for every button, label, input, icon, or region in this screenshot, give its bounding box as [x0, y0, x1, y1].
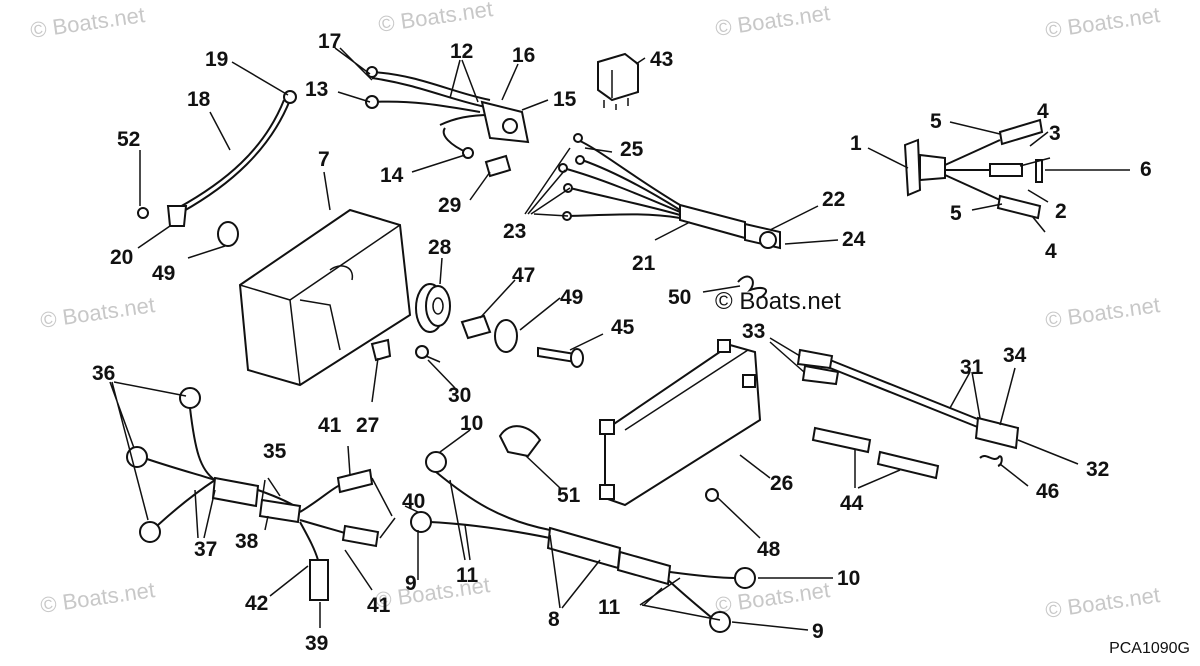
callout-22: 22: [822, 188, 845, 211]
callout-4: 4: [1037, 100, 1049, 123]
callout-33: 33: [742, 320, 765, 343]
callout-44: 44: [840, 492, 864, 515]
callout-13: 13: [305, 78, 328, 101]
leader-lines: [109, 47, 1130, 631]
drawing-code: PCA1090G: [1109, 640, 1190, 657]
callout-46: 46: [1036, 480, 1059, 503]
callout-40: 40: [402, 490, 425, 513]
ground-harness: [410, 425, 756, 633]
callout-9: 9: [405, 572, 417, 595]
callout-49: 49: [560, 286, 583, 309]
bolt: [537, 346, 584, 368]
wire-harness-top: [365, 66, 530, 159]
callout-6: 6: [1140, 158, 1152, 181]
hook: [979, 455, 1003, 467]
spacer: [460, 314, 492, 340]
callout-5: 5: [950, 202, 962, 225]
callout-50: 50: [668, 286, 691, 309]
callout-30: 30: [448, 384, 471, 407]
callout-24: 24: [842, 228, 866, 251]
module-housing: [217, 208, 412, 387]
callout-28: 28: [428, 236, 452, 259]
callout-19: 19: [205, 48, 228, 71]
callout-16: 16: [512, 44, 535, 67]
callout-27: 27: [356, 414, 379, 437]
sleeves: [811, 426, 940, 480]
callout-12: 12: [450, 40, 473, 63]
callout-52: 52: [117, 128, 140, 151]
callout-39: 39: [305, 632, 328, 655]
trim-harness: [126, 387, 380, 601]
callout-15: 15: [553, 88, 577, 111]
callout-20: 20: [110, 246, 133, 269]
callout-5: 5: [930, 110, 942, 133]
callout-23: 23: [503, 220, 526, 243]
callout-41: 41: [318, 414, 342, 437]
relay: [597, 52, 639, 110]
callout-29: 29: [438, 194, 461, 217]
sensor-harness: [558, 133, 781, 250]
callout-25: 25: [620, 138, 644, 161]
callout-10: 10: [837, 567, 860, 590]
callout-36: 36: [92, 362, 115, 385]
callout-10: 10: [460, 412, 483, 435]
callout-47: 47: [512, 264, 535, 287]
clip: [370, 338, 392, 362]
callout-31: 31: [960, 356, 984, 379]
grommet: [415, 283, 451, 333]
callout-43: 43: [650, 48, 673, 71]
wire-clip: [737, 275, 768, 299]
callout-17: 17: [318, 30, 341, 53]
callout-11: 11: [598, 596, 621, 619]
mounting-screw: [705, 488, 719, 502]
callout-45: 45: [611, 316, 635, 339]
callout-11: 11: [456, 564, 479, 587]
center-credit: © Boats.net: [715, 288, 841, 315]
callout-18: 18: [187, 88, 211, 111]
callout-labels: 17 12 16 13 15 14 29 43 19 18 52 20 7 49…: [92, 30, 1152, 655]
washer: [494, 319, 518, 353]
callout-37: 37: [194, 538, 217, 561]
callout-35: 35: [263, 440, 287, 463]
callout-3: 3: [1049, 122, 1061, 145]
callout-26: 26: [770, 472, 793, 495]
callout-41: 41: [367, 594, 391, 617]
callout-51: 51: [557, 484, 581, 507]
callout-1: 1: [850, 132, 862, 155]
callout-9: 9: [812, 620, 824, 643]
callout-38: 38: [235, 530, 259, 553]
callout-4: 4: [1045, 240, 1057, 263]
callout-14: 14: [380, 164, 404, 187]
callout-42: 42: [245, 592, 268, 615]
power-pack: [599, 339, 762, 507]
callout-48: 48: [757, 538, 781, 561]
callout-7: 7: [318, 148, 330, 171]
ground-strap: [137, 90, 297, 227]
callout-32: 32: [1086, 458, 1109, 481]
grommet-sleeve: [484, 154, 512, 178]
callout-21: 21: [632, 252, 656, 275]
switch-assembly: [903, 118, 1044, 220]
callout-8: 8: [548, 608, 560, 631]
screw: [415, 345, 441, 363]
stator-harness: [796, 348, 1020, 450]
callout-2: 2: [1055, 200, 1067, 223]
callout-34: 34: [1003, 344, 1027, 367]
callout-49: 49: [152, 262, 175, 285]
